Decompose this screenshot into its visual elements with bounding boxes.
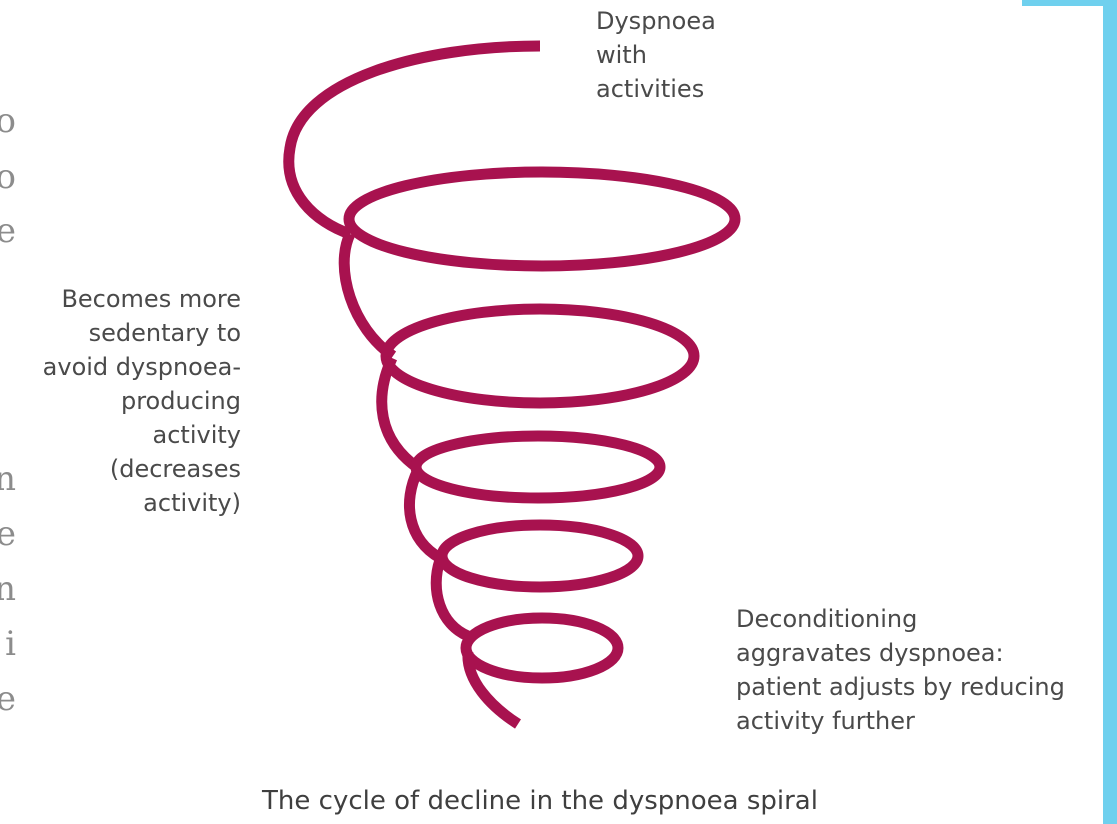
right-accent-bar-cap	[1022, 0, 1117, 6]
spiral-loop-1	[349, 172, 735, 266]
label-becomes-more-sedentary: Becomes more sedentary to avoid dyspnoea…	[43, 282, 241, 520]
diagram-caption: The cycle of decline in the dyspnoea spi…	[0, 786, 1080, 816]
right-accent-bar	[1103, 0, 1117, 824]
label-deconditioning: Deconditioning aggravates dyspnoea: pati…	[736, 602, 1065, 738]
label-dyspnoea-with-activities: Dyspnoea with activities	[596, 4, 716, 106]
spiral-loop-2	[386, 309, 694, 403]
spiral-loop-4	[442, 525, 638, 587]
spiral-entry-curve	[289, 46, 540, 234]
spiral-stroke	[289, 46, 735, 724]
spiral-loop-5	[466, 618, 618, 678]
spiral-loop-3	[416, 436, 660, 498]
